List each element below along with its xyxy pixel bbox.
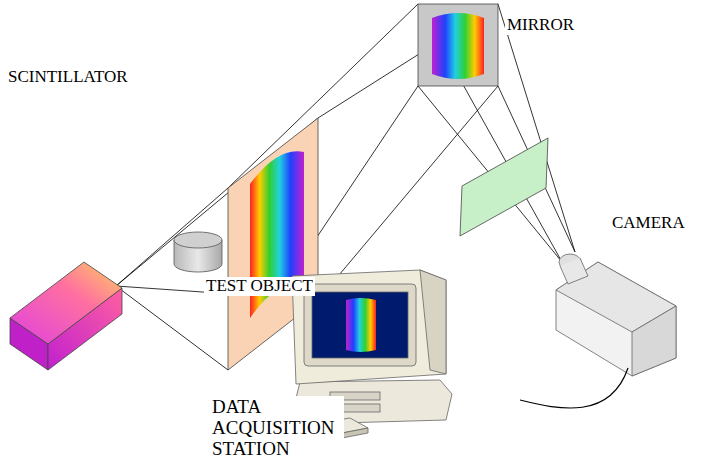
part-label: CAMERA <box>610 214 687 233</box>
mirror <box>418 4 498 86</box>
camera-cable <box>520 368 628 408</box>
part-label: MIRROR <box>505 16 576 35</box>
beam-lines <box>116 118 318 370</box>
part-label: TEST OBJECT <box>204 277 315 296</box>
part-label: DATA ACQUISITION STATION <box>210 396 344 459</box>
part-label: SCINTILLATOR <box>6 68 130 87</box>
camera <box>556 254 676 376</box>
optical-path-lines <box>228 4 575 370</box>
test-object-cylinder <box>174 232 222 272</box>
filter-plate <box>460 138 548 236</box>
xray-source <box>10 262 122 370</box>
